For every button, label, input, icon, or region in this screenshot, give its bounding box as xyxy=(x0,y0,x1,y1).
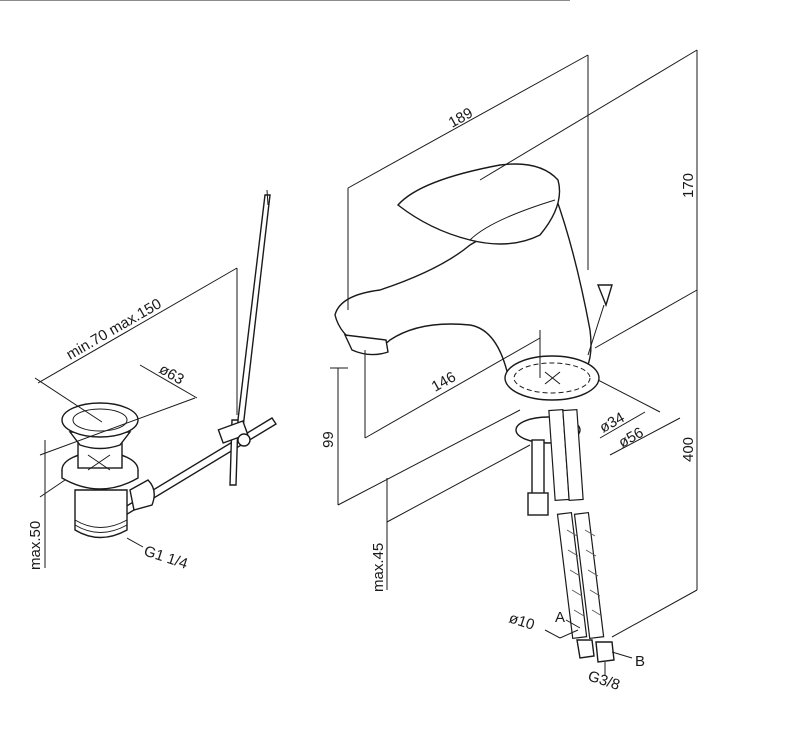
faucet xyxy=(0,0,698,676)
hose-b-label: B xyxy=(635,653,645,670)
deck-thickness-label: max.45 xyxy=(370,543,387,592)
waste-thread-label: G1 1/4 xyxy=(142,543,190,573)
height-label: 170 xyxy=(680,173,697,198)
spout-reach-label: 146 xyxy=(429,368,459,395)
base-outer-diameter-label: ø56 xyxy=(616,424,647,451)
pop-up-knob xyxy=(596,284,613,308)
hose-thread-label: G3/8 xyxy=(586,668,622,694)
hose-a-label: A xyxy=(555,609,565,626)
waste-thickness-label: max.50 xyxy=(27,521,44,570)
rod-clamp xyxy=(217,420,249,444)
pop-up-waste xyxy=(34,189,277,568)
spout-clearance-label: 99 xyxy=(320,431,337,448)
flexible-hoses xyxy=(556,511,615,663)
waste-plug xyxy=(61,402,139,438)
rod-length-label: min.70 max.150 xyxy=(64,295,165,363)
pull-rod xyxy=(236,194,271,429)
plug-diameter-label: ø63 xyxy=(156,361,187,389)
faucet-lever xyxy=(396,163,561,245)
hose-length-label: 400 xyxy=(680,437,697,462)
hose-diameter-label: ø10 xyxy=(507,610,537,634)
waste-body xyxy=(74,489,128,539)
overall-length-label: 189 xyxy=(446,104,476,131)
stud-nut xyxy=(527,492,549,516)
